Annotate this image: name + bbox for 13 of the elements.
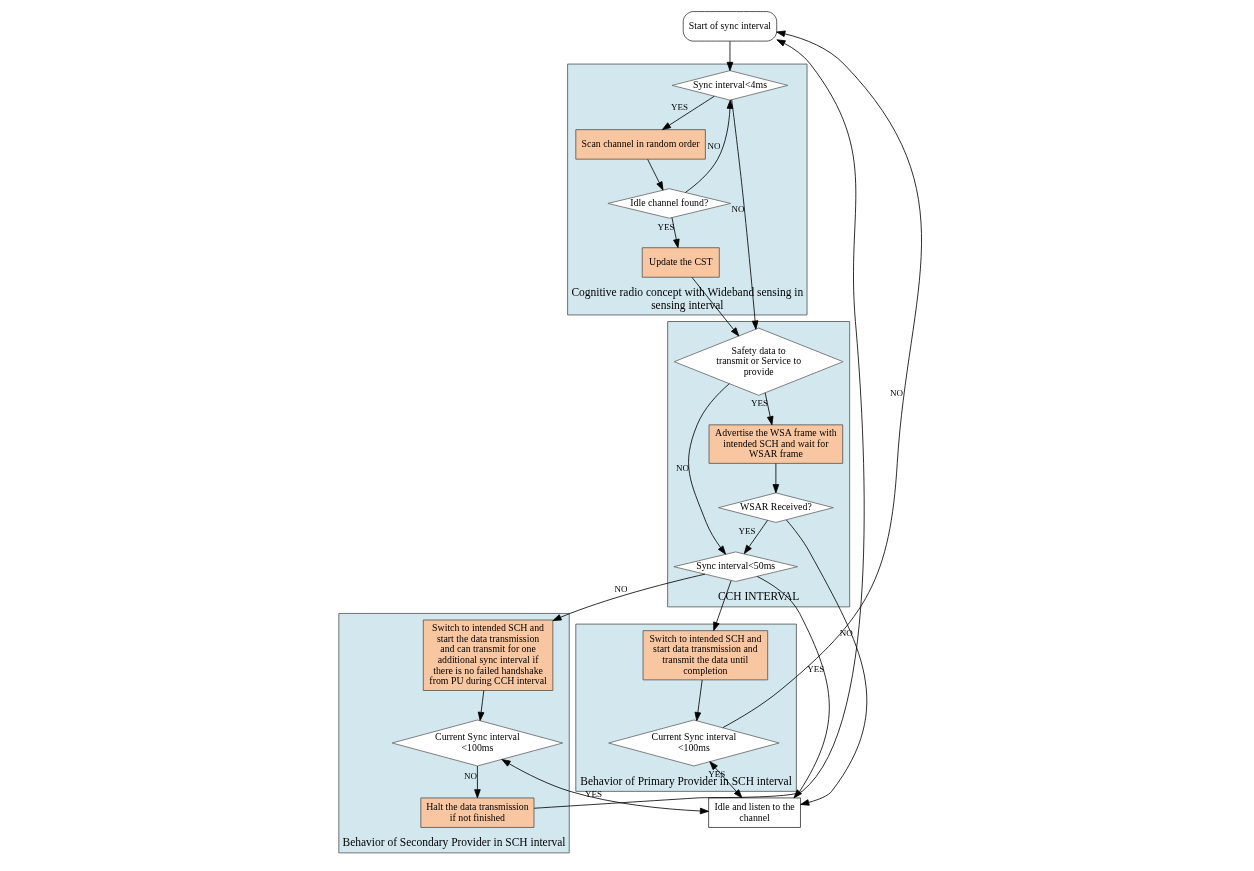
edge-label: NO xyxy=(889,388,903,399)
edge-label: NO xyxy=(614,583,628,594)
edge-label: NO xyxy=(731,203,745,214)
edge-label: YES xyxy=(807,663,825,674)
edge-label: NO xyxy=(707,141,721,152)
edge-label: YES xyxy=(751,398,769,409)
edge-label: YES xyxy=(670,102,688,113)
edge-label: YES xyxy=(708,768,726,779)
edge-label: YES xyxy=(657,222,675,233)
edge-label: YES xyxy=(738,526,756,537)
edge-label: NO xyxy=(676,462,690,473)
edge-label: NO xyxy=(463,771,477,782)
edge-label: NO xyxy=(839,627,853,638)
